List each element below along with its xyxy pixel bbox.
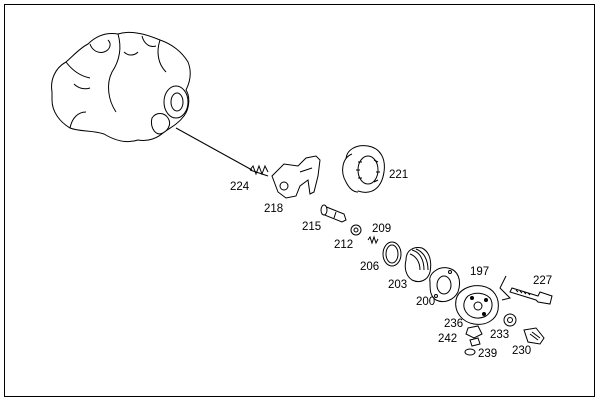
label-221: 221 — [389, 169, 408, 181]
part-230-switch — [523, 327, 545, 345]
label-239: 239 — [478, 348, 497, 360]
part-218-shift-fork — [271, 155, 321, 199]
label-197: 197 — [470, 266, 489, 278]
label-203: 203 — [388, 279, 407, 291]
label-233: 233 — [490, 329, 509, 341]
part-224-spring — [249, 164, 269, 177]
label-206: 206 — [360, 261, 379, 273]
part-209-spring — [367, 235, 379, 245]
label-224: 224 — [230, 181, 250, 193]
part-215-shaft — [320, 204, 347, 223]
label-218: 218 — [264, 203, 283, 215]
differential-housing — [51, 31, 191, 143]
assembly-axis-line — [175, 127, 253, 171]
part-203-seal — [404, 247, 432, 283]
label-242: 242 — [438, 333, 457, 345]
label-209: 209 — [372, 223, 391, 235]
label-236: 236 — [444, 318, 463, 330]
label-215: 215 — [302, 221, 321, 233]
part-239-washer — [464, 348, 476, 356]
part-221-sliding-sleeve — [342, 145, 385, 193]
label-230: 230 — [512, 345, 531, 357]
part-200-gasket — [429, 267, 461, 303]
part-236-fitting — [465, 325, 483, 339]
label-227: 227 — [533, 275, 552, 287]
label-212: 212 — [334, 239, 353, 251]
part-206-ring — [382, 241, 402, 267]
part-233-washer — [503, 313, 517, 327]
part-212-nut — [350, 224, 362, 236]
part-197-actuator-housing — [455, 275, 511, 325]
label-200: 200 — [416, 296, 435, 308]
part-227-bolt — [509, 287, 553, 305]
part-242-small-part — [469, 337, 481, 347]
